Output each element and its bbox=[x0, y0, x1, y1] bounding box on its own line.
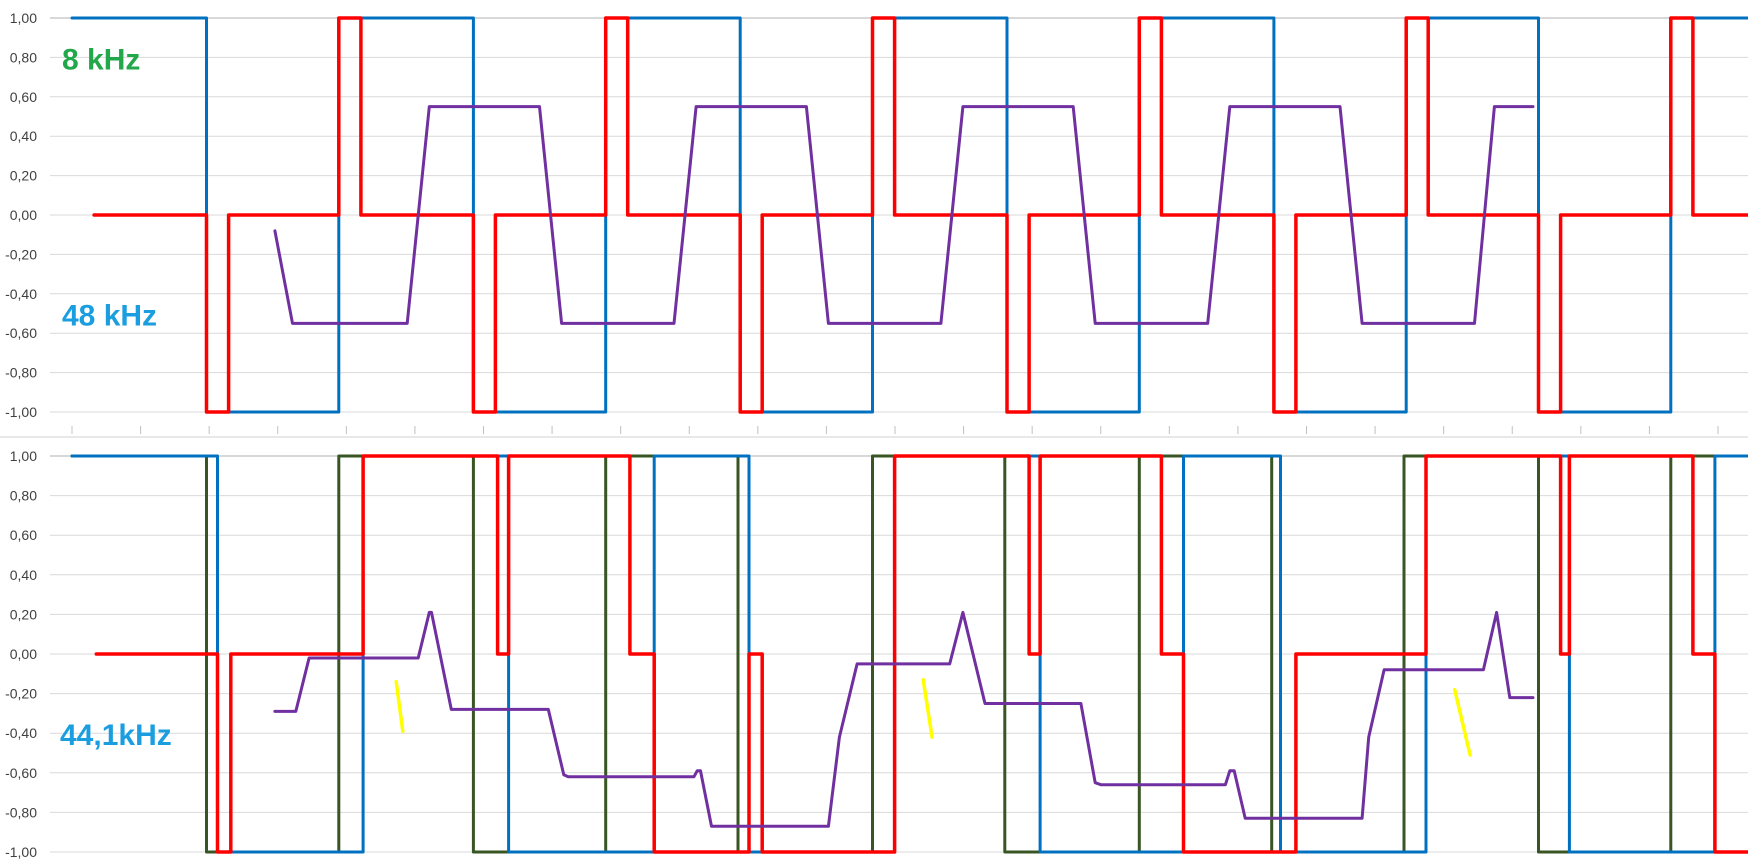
y-tick-label: 1,00 bbox=[10, 10, 37, 26]
y-tick-label: 1,00 bbox=[10, 448, 37, 464]
series-line-4 bbox=[273, 610, 1535, 828]
y-tick-label: 0,40 bbox=[10, 567, 37, 583]
y-tick-label: -0,40 bbox=[5, 725, 37, 741]
series-line-3 bbox=[273, 105, 1535, 325]
y-tick-label: -0,60 bbox=[5, 325, 37, 341]
frequency-label: 8 kHz bbox=[62, 43, 140, 76]
y-tick-label: 0,00 bbox=[10, 207, 37, 223]
y-tick-label: -0,40 bbox=[5, 286, 37, 302]
y-tick-label: 0,60 bbox=[10, 527, 37, 543]
y-tick-label: -1,00 bbox=[5, 844, 37, 860]
y-tick-label: 0,60 bbox=[10, 89, 37, 105]
series-line-6 bbox=[921, 677, 934, 739]
y-tick-label: -0,80 bbox=[5, 804, 37, 820]
y-tick-label: 0,80 bbox=[10, 488, 37, 504]
y-tick-label: -0,20 bbox=[5, 246, 37, 262]
chart-panel-top: 1,00 0,80 0,60 0,40 0,20 0,00 -0,20 -0,40 -0,60 -… bbox=[5, 10, 1748, 434]
y-tick-label: -0,60 bbox=[5, 765, 37, 781]
y-tick-label: -1,00 bbox=[5, 404, 37, 420]
y-tick-label: 0,80 bbox=[10, 49, 37, 65]
frequency-label: 44,1kHz bbox=[60, 719, 172, 752]
series-line-5 bbox=[394, 679, 405, 733]
series-line-7 bbox=[1452, 687, 1472, 757]
frequency-label: 48 kHz bbox=[62, 300, 157, 333]
y-tick-label: -0,20 bbox=[5, 686, 37, 702]
y-tick-label: 0,20 bbox=[10, 606, 37, 622]
y-tick-label: -0,80 bbox=[5, 365, 37, 381]
y-tick-label: 0,40 bbox=[10, 128, 37, 144]
series-line-3 bbox=[94, 454, 1748, 854]
y-tick-label: 0,20 bbox=[10, 168, 37, 184]
chart-panel-bottom: 1,00 0,80 0,60 0,40 0,20 0,00 -0,20 -0,40 -0,60 -… bbox=[5, 448, 1748, 860]
y-tick-label: 0,00 bbox=[10, 646, 37, 662]
